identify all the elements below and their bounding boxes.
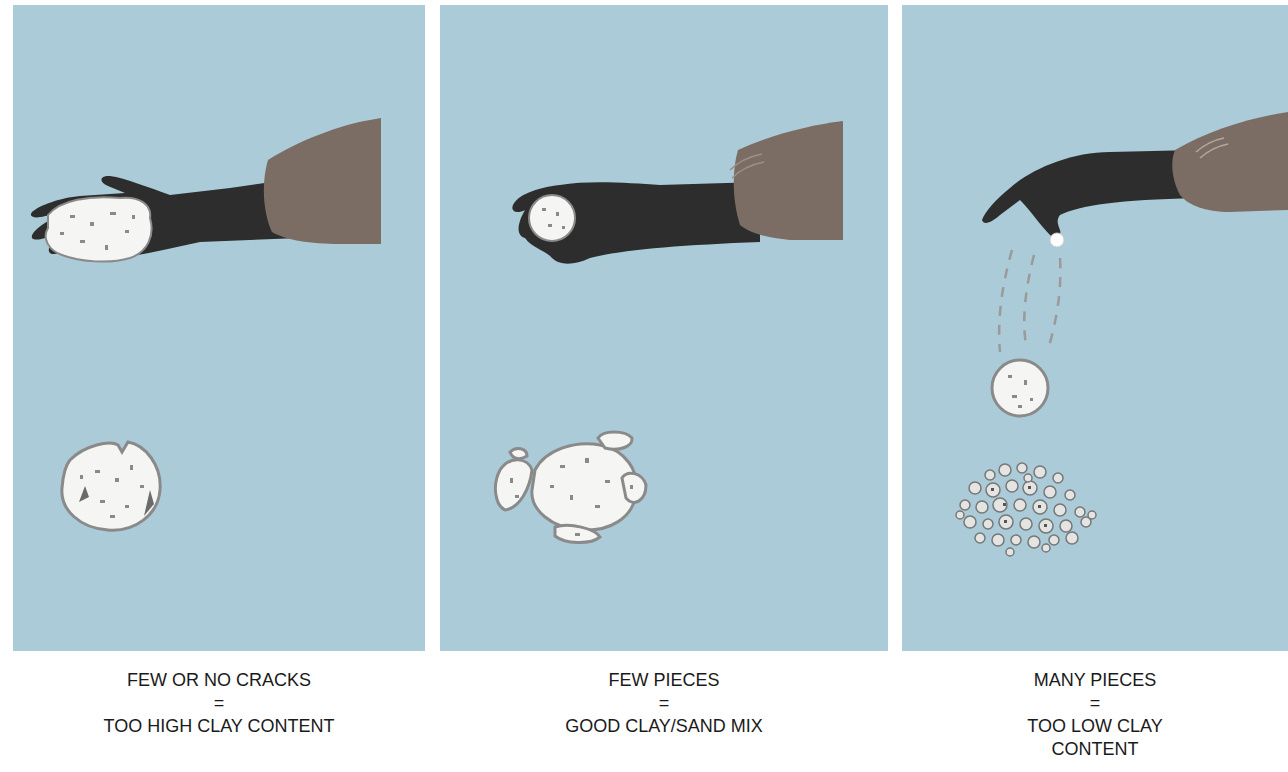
- caption-line: TOO LOW CLAY CONTENT: [1000, 715, 1190, 761]
- caption-line: GOOD CLAY/SAND MIX: [454, 715, 874, 738]
- caption-line: =: [915, 692, 1275, 715]
- clay-disc: [62, 442, 160, 530]
- crack: [79, 486, 89, 502]
- clay-piece: [598, 432, 632, 449]
- speckles: [1008, 375, 1033, 408]
- pile-speckles: [991, 486, 1047, 527]
- crumbled-clay-pile: [956, 463, 1096, 556]
- sleeve: [734, 121, 843, 240]
- broken-clay-pieces: [495, 432, 646, 543]
- sleeve-fold: [730, 154, 764, 178]
- clay-piece: [555, 525, 600, 542]
- speckles: [60, 212, 135, 250]
- clay-lump: [46, 197, 152, 261]
- hand-with-clay: [31, 118, 381, 262]
- clay-piece: [510, 449, 527, 459]
- motion-line: [1048, 258, 1060, 350]
- caption-line: FEW PIECES: [454, 669, 874, 692]
- motion-line: [999, 250, 1012, 352]
- panel: [902, 5, 1288, 651]
- clay-ball: [992, 360, 1048, 416]
- caption-line: =: [454, 692, 874, 715]
- sleeve: [1172, 112, 1288, 212]
- speckles: [80, 465, 144, 518]
- dropped-clay-disc: [62, 442, 160, 530]
- speckles: [542, 208, 565, 229]
- hand-with-ball: [512, 121, 843, 264]
- motion-line: [1024, 255, 1034, 345]
- clay-piece: [495, 460, 532, 510]
- caption-line: MANY PIECES: [915, 669, 1275, 692]
- panel: [13, 5, 425, 651]
- panel-backgrounds: [13, 5, 1288, 651]
- caption-line: =: [29, 692, 409, 715]
- falling-clay-ball: [992, 360, 1048, 416]
- caption-line: FEW OR NO CRACKS: [29, 669, 409, 692]
- caption-line: TOO HIGH CLAY CONTENT: [29, 715, 409, 738]
- crack: [144, 490, 154, 516]
- motion-lines: [999, 250, 1060, 352]
- sleeve: [264, 118, 381, 244]
- clay-ball: [529, 195, 575, 241]
- panel: [440, 5, 888, 651]
- small-clay-ball: [1050, 233, 1064, 247]
- arm: [512, 182, 760, 264]
- sleeve-fold: [1196, 138, 1228, 158]
- arm: [982, 150, 1195, 237]
- clay-piece: [532, 444, 637, 530]
- hand-dropping-ball: [982, 112, 1288, 247]
- clay-piece: [622, 473, 646, 502]
- speckles: [510, 458, 633, 536]
